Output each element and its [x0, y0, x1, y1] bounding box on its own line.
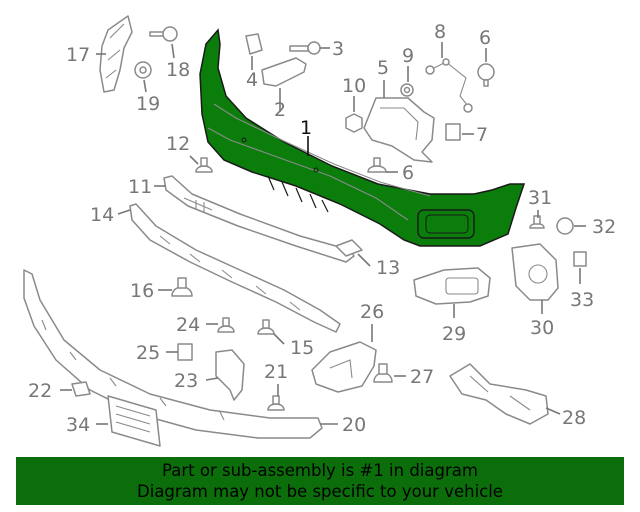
part-23-bracket: [215, 349, 245, 401]
callout-14: 14: [90, 204, 114, 226]
part-31-screw: [529, 215, 545, 229]
callout-6-lower: 6: [402, 162, 414, 184]
part-16-push-pin: [171, 277, 193, 297]
callout-4: 4: [246, 69, 258, 91]
part-6-push-pin-lower: [367, 157, 387, 173]
part-3-bolt: [289, 41, 321, 55]
part-4-clip: [245, 33, 263, 55]
leader-lines: [60, 42, 586, 425]
part-32-push-pin: [556, 217, 574, 235]
callout-28: 28: [562, 407, 586, 429]
part-27-push-pin: [373, 363, 393, 383]
callout-9: 9: [402, 45, 414, 67]
part-33-clip: [573, 251, 587, 267]
part-21-push-pin: [267, 395, 285, 411]
callout-17: 17: [66, 44, 90, 66]
callout-18: 18: [166, 59, 190, 81]
callout-30: 30: [530, 317, 554, 339]
banner-line-part-note: Part or sub-assembly is #1 in diagram: [162, 461, 478, 480]
callout-1: 1: [300, 117, 312, 139]
callout-24: 24: [176, 314, 200, 336]
part-22-nut-clip: [71, 381, 91, 397]
part-12-push-pin: [195, 157, 213, 173]
callout-3: 3: [332, 38, 344, 60]
callout-25: 25: [136, 342, 160, 364]
callout-34: 34: [66, 414, 90, 436]
callout-8: 8: [434, 21, 446, 43]
part-10-nut: [345, 113, 363, 133]
part-30-fog-lamp: [511, 243, 559, 301]
part-19-push-pin: [134, 61, 152, 79]
callout-15: 15: [290, 337, 314, 359]
part-20-lower-valance: [23, 269, 323, 439]
callout-29: 29: [442, 323, 466, 345]
part-11-upper-grille: [163, 175, 355, 263]
bumper-cover-shape: [199, 28, 526, 247]
callout-11: 11: [128, 176, 152, 198]
callout-19: 19: [136, 93, 160, 115]
callout-13: 13: [376, 257, 400, 279]
callout-21: 21: [264, 361, 288, 383]
callout-26: 26: [360, 301, 384, 323]
callout-22: 22: [28, 380, 52, 402]
part-7-clip: [445, 123, 461, 141]
part-5-bracket: [363, 97, 435, 163]
banner-line-disclaimer: Diagram may not be specific to your vehi…: [137, 482, 503, 501]
part-17-side-bracket: [99, 15, 133, 93]
callout-32: 32: [592, 216, 616, 238]
callout-27: 27: [410, 366, 434, 388]
callout-20: 20: [342, 414, 366, 436]
part-24-push-pin: [217, 317, 235, 333]
callout-12: 12: [166, 133, 190, 155]
part-8-sensor-harness: [425, 58, 473, 113]
part-14-energy-absorber: [129, 203, 341, 333]
callout-7: 7: [476, 124, 488, 146]
part-13-clip: [335, 239, 363, 257]
callout-6-upper: 6: [479, 27, 491, 49]
info-banner: Part or sub-assembly is #1 in diagram Di…: [16, 457, 624, 505]
callout-16: 16: [130, 280, 154, 302]
part-26-bracket: [311, 341, 377, 393]
part-9-grommet: [400, 83, 414, 97]
part-34-license-bracket: [107, 395, 161, 447]
callout-10: 10: [342, 75, 366, 97]
callout-labels: 1 2 3 4 5 6 6 7 8 9 10 11 12 13 14 15 16…: [28, 21, 616, 436]
parts-diagram: 1 2 3 4 5 6 6 7 8 9 10 11 12 13 14 15 16…: [23, 15, 616, 447]
part-28-tow-bracket: [449, 363, 549, 425]
part-1-bumper-cover: [199, 28, 526, 247]
callout-2: 2: [274, 99, 286, 121]
part-15-push-pin: [257, 319, 275, 335]
callout-31: 31: [528, 187, 552, 209]
part-6-push-pin-upper: [477, 63, 495, 87]
callout-5: 5: [377, 57, 389, 79]
callout-33: 33: [570, 289, 594, 311]
part-2-bracket: [261, 57, 307, 87]
callout-23: 23: [174, 370, 198, 392]
part-29-fog-lamp-bezel: [413, 267, 491, 305]
part-25-clip: [177, 343, 193, 361]
part-18-screw: [149, 26, 178, 42]
